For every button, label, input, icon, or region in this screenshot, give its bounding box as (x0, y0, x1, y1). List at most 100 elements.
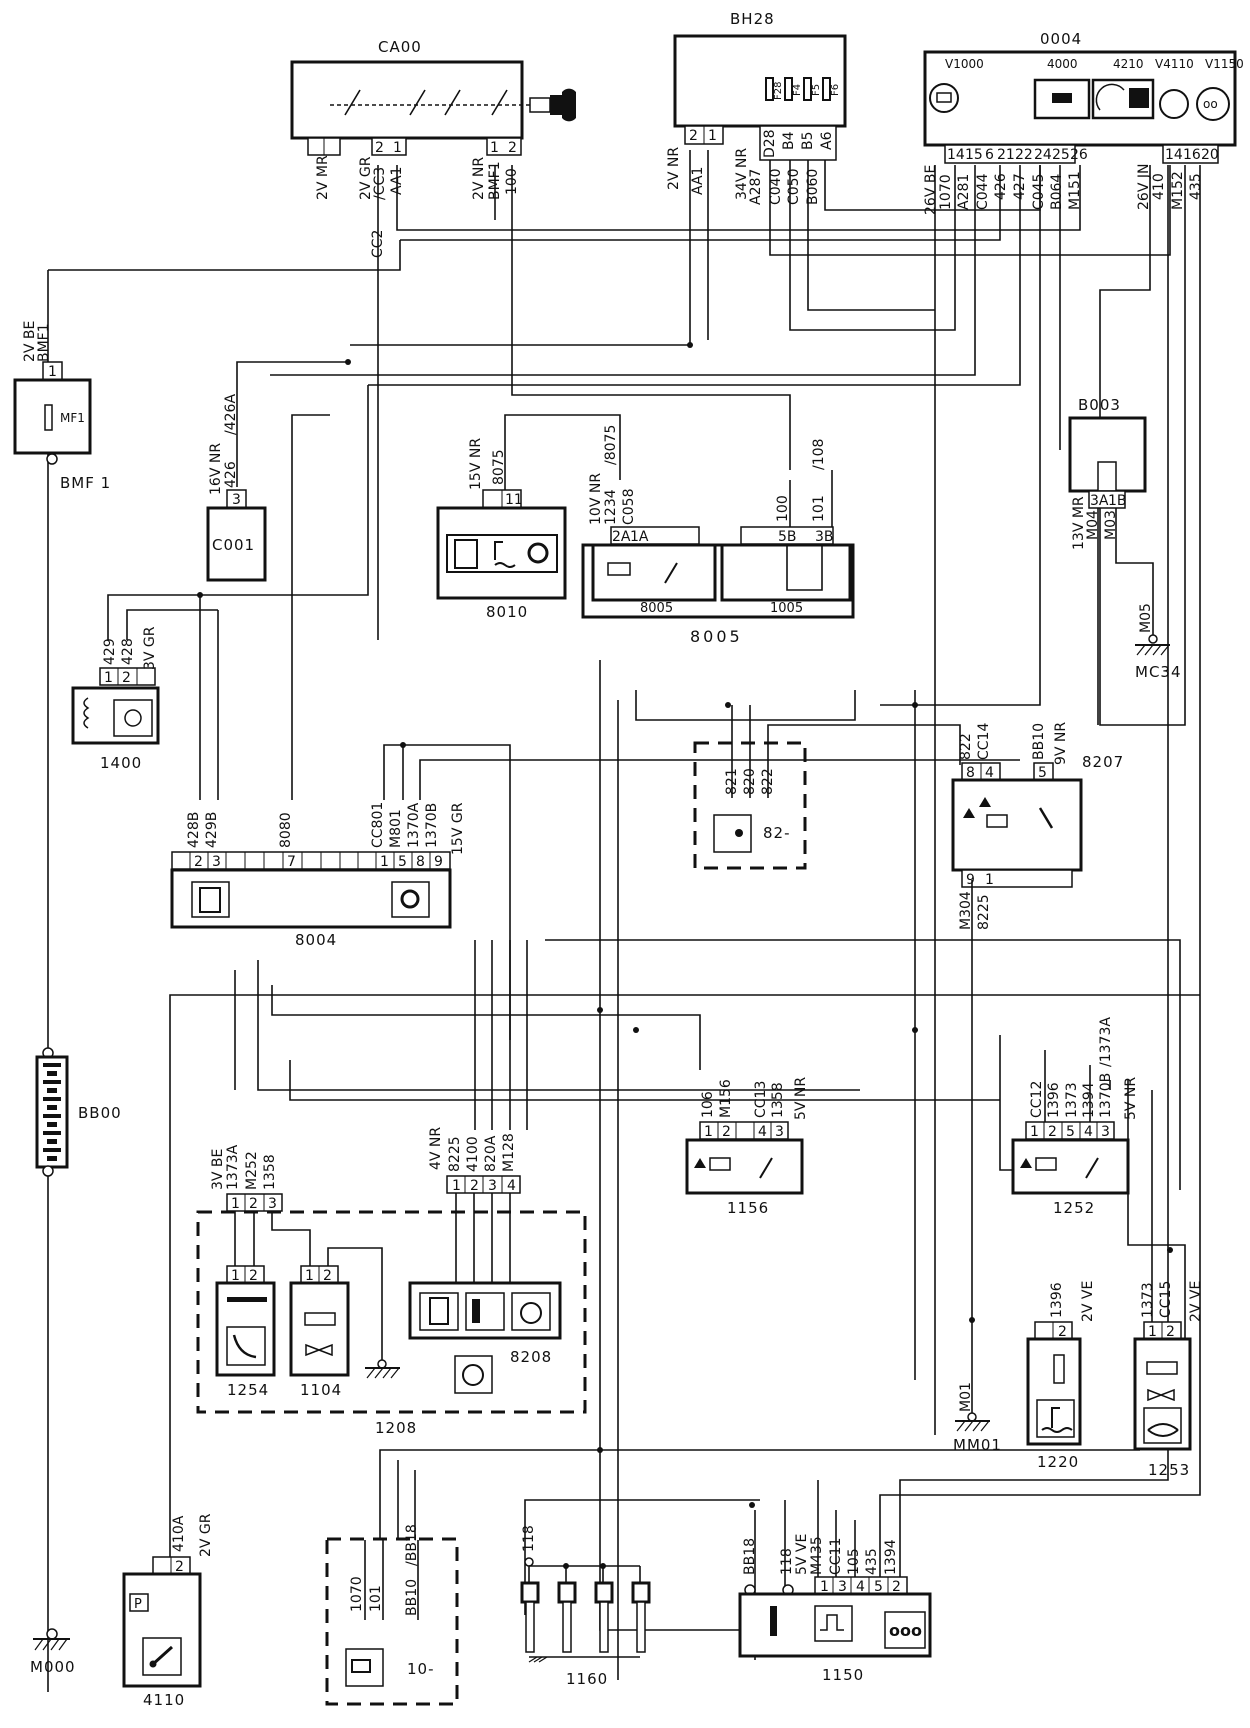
pin: 2 (892, 1579, 901, 1595)
component-82: 82- 821 820 822 (693, 705, 961, 870)
wire-label: 118 (779, 1548, 795, 1575)
wire-label: 5V NR (1123, 1077, 1139, 1120)
component-8005: 2A 1A 5B 3B 8005 1005 8005 10V NR 1234 C… (581, 425, 855, 646)
pin: 20 (1201, 147, 1219, 163)
svg-text:15: 15 (965, 147, 983, 163)
wire-label: 1373 (1064, 1082, 1080, 1118)
component-1252: 1 2 5 4 3 1252 CC12 1396 1373 1394 1370B… (1011, 1017, 1139, 1217)
wire-label: 4100 (465, 1136, 481, 1172)
engine-icon (520, 1302, 542, 1324)
wire-label: 1370B (424, 803, 440, 848)
solenoid-icon (1146, 1361, 1178, 1375)
label-CA00: CA00 (378, 38, 422, 56)
pin: 2 (122, 670, 131, 686)
pin: 5 (398, 854, 407, 870)
wire-label: 8225 (976, 894, 992, 930)
pin: 1 (104, 670, 113, 686)
wire-label: 435 (1188, 173, 1204, 200)
svg-text:22: 22 (1015, 147, 1033, 163)
wire-label: 822 (958, 733, 974, 760)
wire-label: 15V GR (450, 802, 466, 855)
label-82: 82- (763, 824, 791, 842)
pulse-timer-icon (820, 1614, 844, 1631)
wire-label: M156 (718, 1079, 734, 1118)
wire-label: CC15 (1158, 1281, 1174, 1318)
label-8207: 8207 (1082, 753, 1124, 771)
immobiliser-key-icon (735, 829, 743, 837)
wire-label: 15V NR (468, 438, 484, 490)
component-8004: 2 3 7 1 5 8 9 8004 428B 429B 8080 CC801 … (170, 802, 466, 949)
pin: 8 (966, 765, 975, 781)
wire-label: 101 (368, 1585, 384, 1612)
pin: 2 (175, 1559, 184, 1575)
svg-text:21: 21 (997, 147, 1015, 163)
wire-label: 8225 (447, 1136, 463, 1172)
label-8004: 8004 (295, 931, 337, 949)
wire-label: 410 (1151, 173, 1167, 200)
wire-label: 426 (993, 173, 1009, 200)
wire-label: /8075 (603, 425, 619, 465)
component-8010: 11 8010 15V NR 8075 (436, 438, 567, 621)
pin: 1 (380, 854, 389, 870)
pin: 1 (1030, 1124, 1039, 1140)
pin: 5 (874, 1579, 883, 1595)
wire-label: 34V NR (734, 148, 750, 200)
injector-pump-icon (472, 1299, 480, 1323)
wire-label: 101 (811, 495, 827, 522)
coolant-temperature-icon (1041, 1407, 1073, 1433)
wire-label: M04 (1085, 510, 1101, 540)
engine-icon (462, 1364, 484, 1386)
wire-label: B064 (1049, 174, 1065, 210)
wire-label: 426 (223, 461, 239, 488)
svg-text:oo: oo (1203, 97, 1218, 111)
pin: 1 (708, 128, 717, 144)
wire-label: 1070 (938, 174, 954, 210)
wire-label: 2V VE (1080, 1281, 1096, 1322)
relay-coil-icon (1035, 1157, 1057, 1171)
pin: 2 (249, 1196, 258, 1212)
wire-label: 5V NR (793, 1077, 809, 1120)
pins-0004-left: 14 15 6 21 22 24 25 26 (947, 147, 1088, 163)
pin: 4 (856, 1579, 865, 1595)
wire-label: 1358 (262, 1154, 278, 1190)
pin: 3 (212, 854, 221, 870)
wire-label: CC801 (370, 802, 386, 848)
label-10: 10- (407, 1660, 435, 1678)
wire-label: 822 (760, 768, 776, 795)
wire-label: C058 (621, 489, 637, 526)
component-BB00: BB00 (35, 1047, 121, 1177)
valve-icon (305, 1343, 333, 1357)
wire-label: BMF1 (36, 323, 52, 362)
pin: 2 (1048, 1124, 1057, 1140)
coolant-temperature-icon (494, 541, 516, 568)
wire-label: 100 (775, 495, 791, 522)
pin: 3A (1090, 493, 1109, 509)
fuse-label: MF1 (60, 411, 85, 425)
wire-label: M801 (388, 809, 404, 848)
wire-label: 1396 (1046, 1082, 1062, 1118)
label-1254: 1254 (227, 1381, 269, 1399)
wire-label: M01 (958, 1382, 974, 1412)
svg-text:6: 6 (985, 147, 994, 163)
component-8207: 8 4 5 9 1 8207 822 CC14 BB10 9V NR M304 … (951, 722, 1124, 930)
wire-label: /108 (811, 439, 827, 470)
pin: 5 (1038, 765, 1047, 781)
svg-text:14: 14 (947, 147, 965, 163)
wire-label: M304 (958, 891, 974, 930)
wire-label: 821 (724, 768, 740, 795)
pin: 3 (775, 1124, 784, 1140)
wire-label: 9V NR (1053, 722, 1069, 765)
wire-label: C050 (786, 169, 802, 206)
relay-coil-icon (607, 562, 631, 576)
valve-icon (1147, 1388, 1175, 1402)
pin: 16 (1183, 147, 1201, 163)
pin: 2 (508, 140, 517, 156)
subpart-label: V1000 (945, 57, 984, 71)
wire-label: 1396 (1049, 1282, 1065, 1318)
ground-MM01: M01 MM01 (953, 880, 1001, 1454)
ecu-chip-icon (199, 887, 221, 913)
label-8010: 8010 (486, 603, 528, 621)
wire-label: CC13 (753, 1081, 769, 1118)
svg-text:26: 26 (1070, 147, 1088, 163)
pin: 1 (1148, 1324, 1157, 1340)
